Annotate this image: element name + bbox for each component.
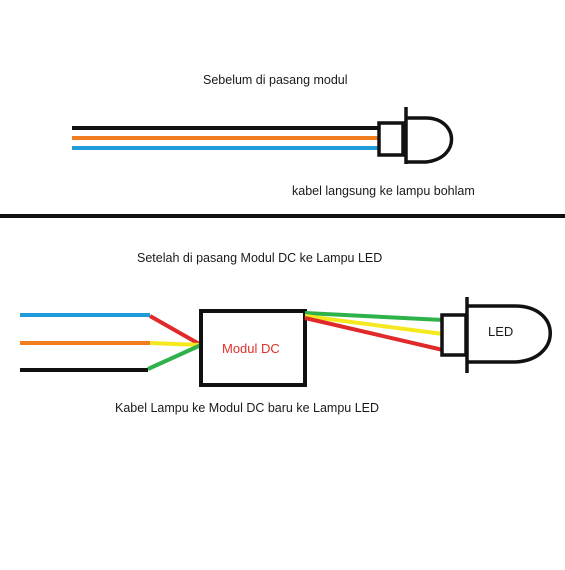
before-wires (72, 126, 380, 150)
after-title: Setelah di pasang Modul DC ke Lampu LED (137, 251, 383, 265)
wire-green-out (304, 311, 444, 322)
bulb-lamp (377, 107, 454, 164)
after-caption: Kabel Lampu ke Modul DC baru ke Lampu LE… (115, 401, 380, 415)
module-dc-box (199, 309, 307, 387)
wire-yellow-in (149, 341, 202, 347)
output-wires (304, 311, 444, 352)
led-label: LED (488, 324, 514, 339)
bulb-dome (406, 116, 454, 164)
input-wires (20, 313, 202, 372)
wire-red-in (149, 314, 202, 347)
led-dome (467, 304, 552, 364)
wire-red-out (304, 316, 444, 352)
before-title: Sebelum di pasang modul (203, 73, 348, 87)
module-dc-label: Modul DC (222, 341, 280, 356)
bulb-socket (377, 121, 405, 157)
led-socket (440, 313, 468, 357)
wire-yellow-out (304, 314, 444, 336)
wire-green-in (147, 343, 202, 371)
led-lamp (440, 297, 552, 373)
before-caption: kabel langsung ke lampu bohlam (292, 184, 475, 198)
